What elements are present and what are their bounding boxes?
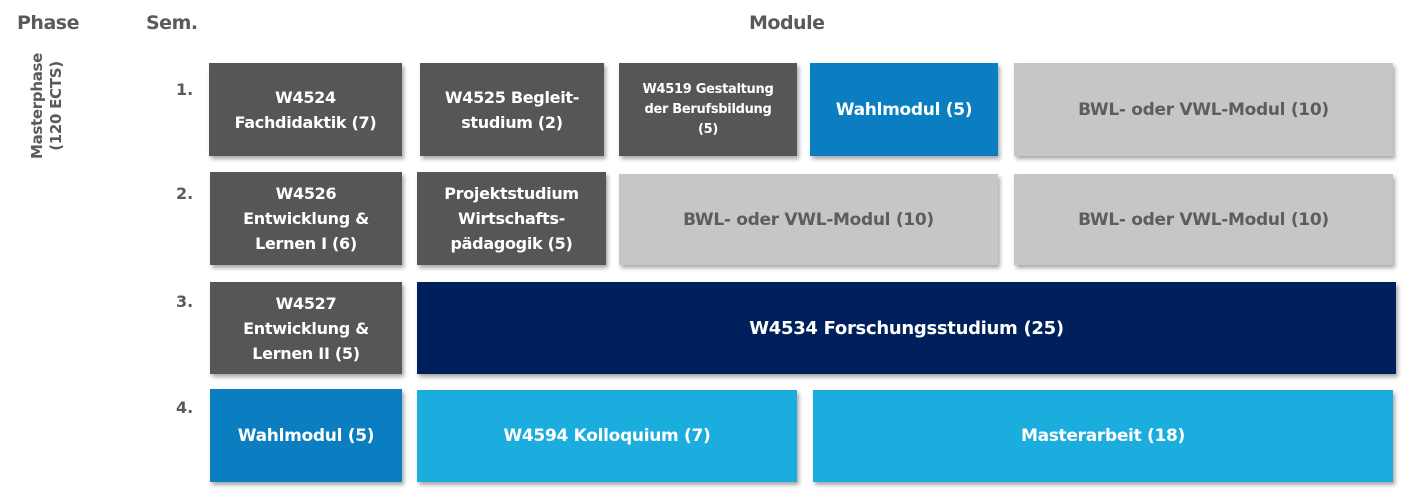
semester-4-label: 4. bbox=[176, 398, 194, 417]
semester-header: Sem. bbox=[146, 12, 198, 34]
semester-2-label: 2. bbox=[176, 184, 194, 203]
modules-header: Module bbox=[749, 12, 825, 34]
module-label: Masterarbeit (18) bbox=[1020, 426, 1186, 446]
module-label: W4525 Begleit- studium (2) bbox=[444, 87, 580, 132]
module-label: W4524 Fachdidaktik (7) bbox=[234, 87, 377, 132]
module-w4526-entwicklung: W4526 Entwicklung & Lernen I (6) bbox=[210, 172, 402, 265]
module-label: W4526 Entwicklung & Lernen I (6) bbox=[243, 184, 369, 253]
phase-header: Phase bbox=[17, 12, 79, 34]
module-w4525-begleitstudium: W4525 Begleit- studium (2) bbox=[420, 63, 604, 156]
module-label: BWL- oder VWL-Modul (10) bbox=[1078, 209, 1329, 230]
semester-1-label: 1. bbox=[176, 80, 194, 99]
module-bwl-vwl-s1: BWL- oder VWL-Modul (10) bbox=[1014, 63, 1393, 156]
module-w4534-forschungsstudium: W4534 Forschungsstudium (25) bbox=[417, 282, 1396, 374]
module-label: W4594 Kolloquium (7) bbox=[503, 426, 711, 446]
phase-label-name: Masterphase bbox=[28, 52, 46, 160]
module-label: BWL- oder VWL-Modul (10) bbox=[1078, 99, 1329, 120]
module-wahlmodul-s1: Wahlmodul (5) bbox=[810, 63, 998, 156]
module-w4519-gestaltung: W4519 Gestaltung der Berufsbildung (5) bbox=[619, 63, 797, 156]
module-w4594-kolloquium: W4594 Kolloquium (7) bbox=[417, 390, 797, 482]
module-w4527-entwicklung: W4527 Entwicklung & Lernen II (5) bbox=[210, 282, 402, 374]
module-label: BWL- oder VWL-Modul (10) bbox=[683, 209, 934, 230]
module-bwl-vwl-s2-b: BWL- oder VWL-Modul (10) bbox=[1014, 174, 1393, 265]
module-label: W4519 Gestaltung der Berufsbildung (5) bbox=[642, 81, 774, 137]
module-bwl-vwl-s2-a: BWL- oder VWL-Modul (10) bbox=[619, 174, 998, 265]
module-label: W4534 Forschungsstudium (25) bbox=[749, 317, 1064, 339]
phase-label-ects: (120 ECTS) bbox=[47, 61, 65, 151]
module-masterarbeit: Masterarbeit (18) bbox=[813, 390, 1393, 482]
module-wahlmodul-s4: Wahlmodul (5) bbox=[210, 389, 402, 482]
module-label: Projektstudium Wirtschafts- pädagogik (5… bbox=[444, 184, 579, 253]
module-projektstudium: Projektstudium Wirtschafts- pädagogik (5… bbox=[417, 172, 606, 265]
module-w4524-fachdidaktik: W4524 Fachdidaktik (7) bbox=[209, 63, 402, 156]
module-label: Wahlmodul (5) bbox=[237, 425, 375, 446]
module-label: Wahlmodul (5) bbox=[835, 99, 973, 120]
semester-3-label: 3. bbox=[176, 292, 194, 311]
module-label: W4527 Entwicklung & Lernen II (5) bbox=[243, 293, 369, 363]
